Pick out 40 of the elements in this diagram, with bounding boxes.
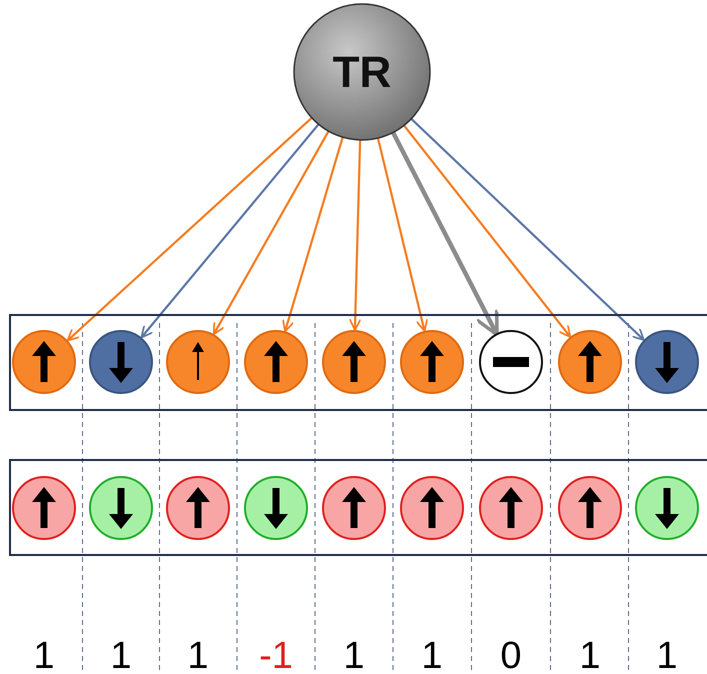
arrow [391, 131, 499, 336]
state-circle [89, 330, 153, 394]
state-circle [635, 330, 699, 394]
value-label: 1 [110, 635, 132, 674]
state-circle [400, 476, 464, 540]
value-label: 1 [187, 635, 209, 674]
state-circle [558, 476, 622, 540]
arrow [282, 136, 344, 332]
state-circle [166, 476, 230, 540]
state-circle [558, 330, 622, 394]
state-circle [244, 330, 308, 394]
state-circle [479, 476, 543, 540]
row-band [9, 459, 707, 556]
state-circle [322, 330, 386, 394]
value-label: -1 [259, 635, 293, 674]
value-label: 1 [579, 635, 601, 674]
state-circle [400, 330, 464, 394]
arrow [376, 138, 428, 332]
arrow [66, 117, 312, 342]
value-label: 1 [33, 635, 55, 674]
state-circle [12, 330, 76, 394]
arrow [403, 124, 572, 338]
arrow [212, 130, 330, 336]
value-label: 0 [500, 635, 522, 674]
state-circle [166, 330, 230, 394]
value-label: 1 [343, 635, 365, 674]
node-label: TR [332, 48, 392, 97]
arrow [140, 124, 320, 338]
state-circle [479, 330, 543, 394]
arrow [348, 140, 362, 331]
row-band [9, 314, 707, 411]
state-circle [322, 476, 386, 540]
value-label: 1 [421, 635, 443, 674]
arrow [410, 118, 645, 341]
state-circle [89, 476, 153, 540]
circle-node [293, 3, 431, 141]
value-label: 1 [656, 635, 678, 674]
state-circle [244, 476, 308, 540]
state-circle [635, 476, 699, 540]
state-circle [12, 476, 76, 540]
